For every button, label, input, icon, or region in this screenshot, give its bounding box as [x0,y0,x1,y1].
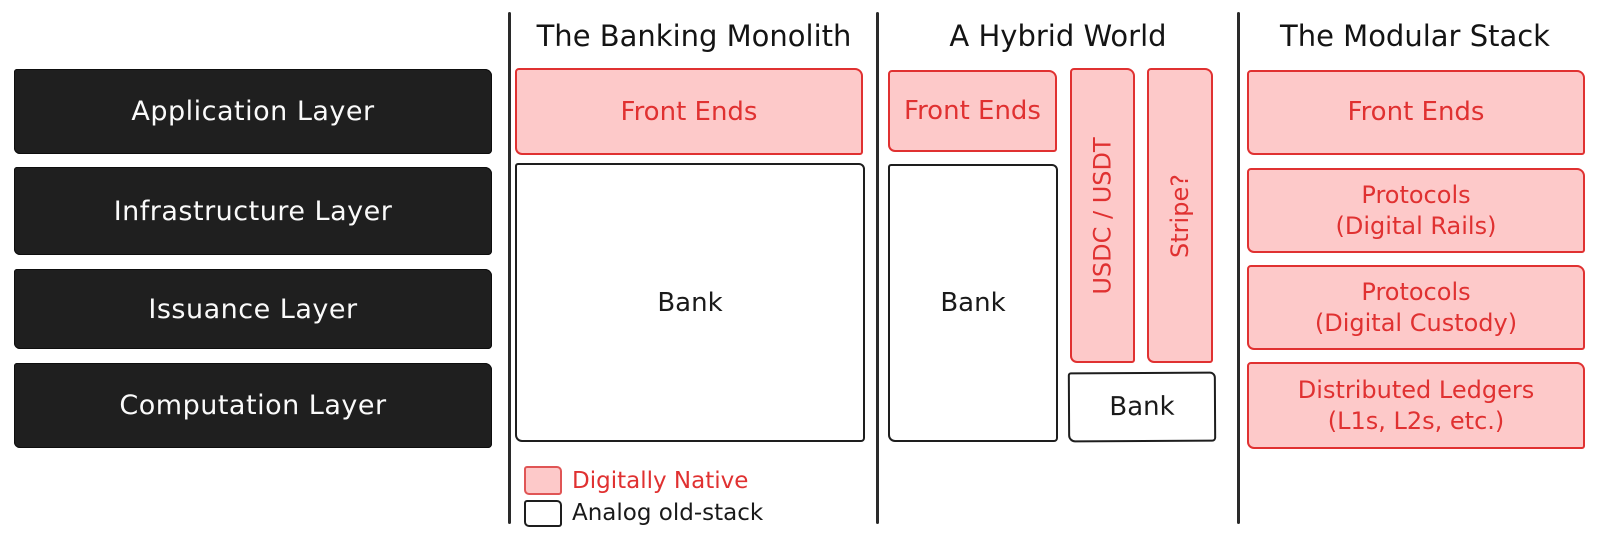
layer-bar-computation: Computation Layer [14,363,492,448]
hybrid-front-ends-label: Front Ends [904,96,1041,126]
layer-bar-label: Application Layer [131,96,375,127]
monolith-front-ends-box: Front Ends [515,68,863,155]
layer-bar-infrastructure: Infrastructure Layer [14,167,492,255]
column-divider [508,12,511,524]
hybrid-front-ends-box: Front Ends [888,70,1057,152]
modular-box-label: Protocols [1361,180,1471,209]
column-title-banking-monolith: The Banking Monolith [536,19,852,53]
modular-box-label: Protocols [1361,277,1471,306]
modular-protocols-rails-box: Protocols (Digital Rails) [1247,168,1585,253]
legend-swatch-digitally-native [524,466,562,495]
layer-bar-application: Application Layer [14,69,492,154]
hybrid-usdc-usdt-label: USDC / USDT [1088,136,1117,295]
column-divider [1237,12,1240,524]
column-title-hybrid-world: A Hybrid World [949,19,1167,53]
hybrid-bank-label: Bank [940,288,1006,318]
modular-box-label: Front Ends [1347,96,1485,127]
monolith-front-ends-label: Front Ends [620,96,758,127]
modular-box-label: Distributed Ledgers [1297,375,1535,404]
layer-bar-label: Infrastructure Layer [113,195,393,227]
hybrid-stripe-box: Stripe? [1147,68,1213,363]
modular-box-sublabel: (L1s, L2s, etc.) [1327,406,1505,435]
modular-distributed-ledgers-box: Distributed Ledgers (L1s, L2s, etc.) [1247,362,1585,449]
monolith-bank-label: Bank [657,287,723,318]
legend-label-digitally-native: Digitally Native [572,468,749,494]
hybrid-small-bank-box: Bank [1067,371,1217,443]
legend-swatch-analog-old-stack [524,500,562,527]
hybrid-bank-box: Bank [888,164,1058,442]
hybrid-small-bank-label: Bank [1109,391,1175,423]
layer-bar-issuance: Issuance Layer [14,269,492,349]
modular-box-sublabel: (Digital Rails) [1335,211,1497,240]
hybrid-stripe-label: Stripe? [1166,173,1195,258]
modular-box-sublabel: (Digital Custody) [1314,308,1518,337]
monolith-bank-box: Bank [515,163,865,442]
column-divider [876,12,879,524]
legend-label-analog-old-stack: Analog old-stack [572,500,764,526]
modular-front-ends-box: Front Ends [1247,70,1585,155]
column-title-modular-stack: The Modular Stack [1280,19,1550,53]
modular-protocols-custody-box: Protocols (Digital Custody) [1247,265,1585,350]
layer-bar-label: Computation Layer [119,390,387,421]
layer-bar-label: Issuance Layer [148,293,358,325]
hybrid-usdc-usdt-box: USDC / USDT [1070,68,1135,363]
